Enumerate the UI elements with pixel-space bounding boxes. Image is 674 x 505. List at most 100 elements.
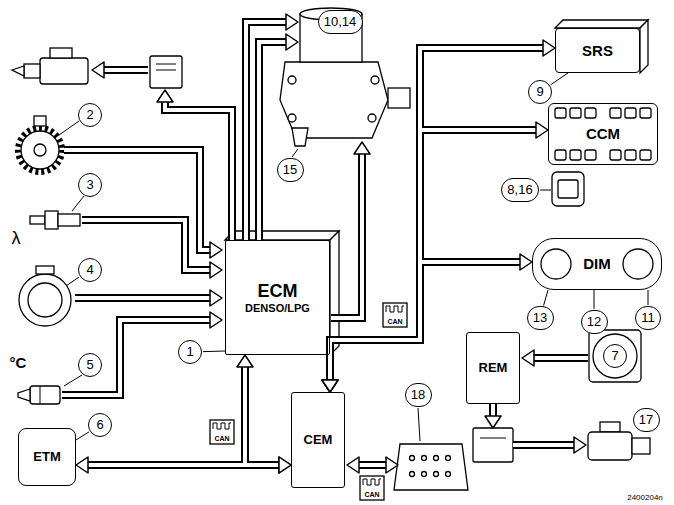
can-bus-icon bbox=[386, 306, 404, 312]
callout-circle: 7 bbox=[603, 344, 627, 368]
diagnostic-connector-picture bbox=[434, 456, 439, 461]
callout-circle: 18 bbox=[405, 383, 432, 407]
can-bus-connector bbox=[330, 48, 547, 384]
speed-sensor-picture bbox=[21, 131, 59, 169]
control-panel-buttons bbox=[570, 150, 581, 160]
control-panel-buttons bbox=[570, 108, 581, 118]
speed-sensor-picture bbox=[34, 116, 46, 126]
control-panel-buttons bbox=[625, 150, 636, 160]
callout-number: 17 bbox=[639, 413, 653, 428]
control-module-box: DIM bbox=[532, 238, 662, 290]
arrow-head bbox=[286, 14, 298, 30]
can-bus-icon bbox=[210, 303, 407, 500]
can-bus-connector-core bbox=[330, 130, 540, 384]
can-bus-label: CAN bbox=[387, 318, 402, 325]
callout-number: 11 bbox=[641, 311, 655, 326]
can-bus-label: CAN bbox=[214, 435, 229, 442]
instrument-gauges bbox=[541, 249, 571, 279]
callout-number: 5 bbox=[86, 358, 93, 373]
module-name: REM bbox=[477, 361, 510, 376]
can-bus-icon bbox=[213, 423, 231, 429]
callout-circle: 3 bbox=[78, 173, 102, 197]
module-3d-faces bbox=[640, 20, 648, 73]
arrow-head bbox=[386, 457, 398, 473]
injector-picture bbox=[40, 58, 88, 84]
arrow-head bbox=[520, 254, 532, 270]
can-bus-connector bbox=[84, 461, 283, 469]
callout-circle: 17 bbox=[633, 408, 660, 432]
arrow-head bbox=[279, 457, 291, 473]
leader-line bbox=[594, 290, 595, 309]
temperature-sensor-picture bbox=[40, 386, 41, 404]
lambda-symbol: λ bbox=[12, 229, 21, 247]
arrow-head bbox=[92, 62, 104, 78]
connector-layer bbox=[84, 48, 547, 465]
control-panel-buttons bbox=[555, 150, 566, 160]
arrow-head bbox=[286, 34, 298, 50]
arrow-head bbox=[210, 290, 222, 306]
speed-sensor-picture bbox=[18, 116, 62, 172]
arrow-head bbox=[210, 242, 222, 258]
instrument-gauges bbox=[623, 249, 653, 279]
callout-number: 6 bbox=[96, 418, 103, 433]
buzzer-picture bbox=[593, 334, 637, 378]
buzzer-picture bbox=[589, 330, 641, 382]
callout-circle: 4 bbox=[78, 258, 102, 282]
diagnostic-connector-picture bbox=[446, 456, 451, 461]
control-module-box: ETM bbox=[18, 428, 76, 486]
module-name: SRS bbox=[580, 42, 615, 59]
callout-circle: 15 bbox=[277, 158, 304, 182]
gas-valve-picture bbox=[288, 114, 296, 122]
injector-picture bbox=[50, 48, 72, 58]
arrow-head bbox=[279, 457, 291, 473]
signal-pipe bbox=[62, 22, 588, 465]
injector-picture bbox=[632, 438, 650, 454]
arrow-head bbox=[322, 380, 338, 392]
injector-picture bbox=[24, 64, 40, 78]
connector-layer bbox=[76, 73, 648, 440]
gas-valve-picture bbox=[368, 114, 376, 122]
relay-picture bbox=[156, 70, 176, 71]
connector-layer bbox=[84, 48, 547, 465]
control-panel-buttons bbox=[625, 108, 636, 118]
callout-number: 3 bbox=[86, 178, 93, 193]
temperature-sensor-picture bbox=[18, 386, 60, 404]
callout-number: 15 bbox=[283, 163, 297, 178]
callout-circle: 1 bbox=[178, 340, 202, 364]
callout-number: 2 bbox=[86, 108, 93, 123]
diagnostic-connector-picture bbox=[394, 444, 468, 490]
relay-picture bbox=[150, 56, 182, 88]
fuel-switch-picture bbox=[552, 172, 584, 206]
callout-circle: 12 bbox=[581, 310, 608, 334]
arrow-head bbox=[210, 262, 222, 278]
oxygen-sensor-picture bbox=[30, 216, 45, 224]
control-panel-buttons bbox=[585, 108, 596, 118]
can-bus-connector-core bbox=[330, 48, 547, 384]
callout-number: 7 bbox=[611, 349, 618, 364]
oxygen-sensor-picture bbox=[45, 211, 58, 229]
can-bus-connector bbox=[330, 130, 540, 384]
module-name: ETM bbox=[31, 450, 62, 465]
can-bus-label: CAN bbox=[364, 491, 379, 498]
arrow-head bbox=[522, 350, 534, 366]
callout-number: 4 bbox=[86, 263, 93, 278]
arrow-head bbox=[92, 14, 586, 473]
diagnostic-connector-picture bbox=[446, 472, 451, 477]
arrow-head bbox=[485, 416, 501, 428]
speed-sensor-picture bbox=[34, 144, 46, 156]
callout-number: 9 bbox=[536, 85, 543, 100]
air-mass-meter-picture bbox=[19, 266, 71, 326]
control-module-box: REM bbox=[466, 332, 520, 404]
leader-line bbox=[551, 73, 568, 85]
air-mass-meter-picture bbox=[19, 274, 71, 326]
leader-line bbox=[203, 351, 225, 353]
control-panel-buttons bbox=[640, 108, 651, 118]
figure-number: 2400204n bbox=[627, 494, 663, 502]
leader-line bbox=[76, 432, 89, 440]
callout-number: 1 bbox=[186, 345, 193, 360]
arrow-head bbox=[354, 142, 370, 154]
leader-line bbox=[418, 408, 420, 441]
arrow-head bbox=[574, 437, 586, 453]
can-bus-connector bbox=[245, 363, 283, 465]
